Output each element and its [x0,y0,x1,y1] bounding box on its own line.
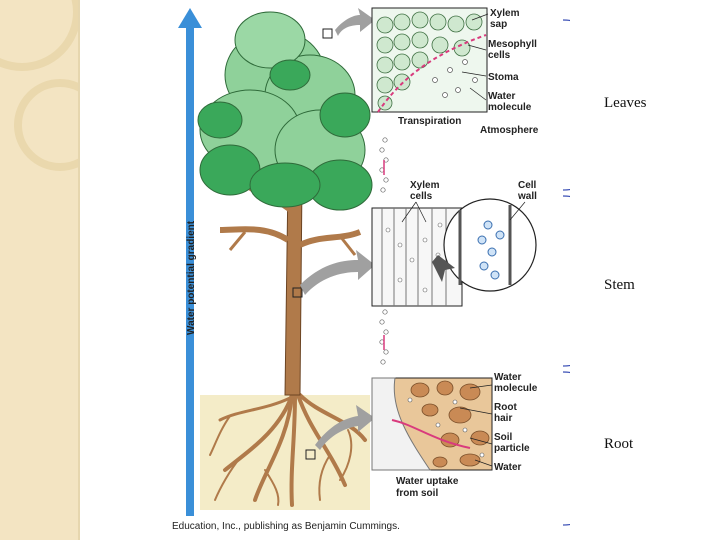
label-soil-particle-1: Soil [494,432,513,443]
sidebar-circles-decoration [0,0,106,171]
label-xylem-cells-1: Xylem [410,180,440,191]
root-inset [371,377,493,471]
leaves-label: Leaves [604,95,647,111]
root-label-lines [459,384,493,467]
figure-caption: Education, Inc., publishing as Benjamin … [172,521,400,532]
zoom-arrows [300,8,375,450]
trunk [219,175,362,396]
label-water-uptake-1: Water uptake [396,476,459,487]
label-xylem-sap-2: sap [490,19,507,30]
label-cell-wall-2: wall [517,191,537,202]
root-label: Root [604,436,634,452]
label-water-molecule-2: molecule [488,102,532,113]
label-root-hair-1: Root [494,402,517,413]
root-zoom-marker [305,449,316,460]
stem-inset [371,198,537,307]
label-xylem-cells-2: cells [410,191,433,202]
label-mesophyll-1: Mesophyll [488,39,537,50]
label-mesophyll-2: cells [488,50,511,61]
label-water-molecule-1: Water [488,91,516,102]
label-transpiration: Transpiration [398,116,461,127]
leaf-zoom-marker [322,28,333,39]
label-water-uptake-2: from soil [396,488,438,499]
stem-bracket [562,195,570,367]
leaf-inset [371,7,488,113]
label-soil-particle-2: particle [494,443,530,454]
water-transport-diagram: Water potential gradient [178,7,570,526]
root-bracket [562,371,570,526]
stem-label-lines [401,201,526,223]
label-cell-wall-1: Cell [518,180,537,191]
brackets [562,19,570,526]
label-root-hair-2: hair [494,413,512,424]
water-column [379,137,389,365]
leaves-bracket [562,19,570,191]
roots [209,393,367,507]
gradient-label: Water potential gradient [186,220,197,335]
stem-label: Stem [604,277,635,293]
label-root-water-molecule-2: molecule [494,383,538,394]
label-xylem-sap-1: Xylem [490,8,520,19]
tree-canopy [197,11,373,211]
stem-zoom-marker [292,287,303,298]
label-stoma: Stoma [488,72,519,83]
label-root-water: Water [494,462,522,473]
decorative-sidebar [0,0,106,540]
leaf-label-lines [461,13,489,101]
water-potential-arrow [178,8,202,516]
label-atmosphere: Atmosphere [480,125,539,136]
label-root-water-molecule-1: Water [494,372,522,383]
